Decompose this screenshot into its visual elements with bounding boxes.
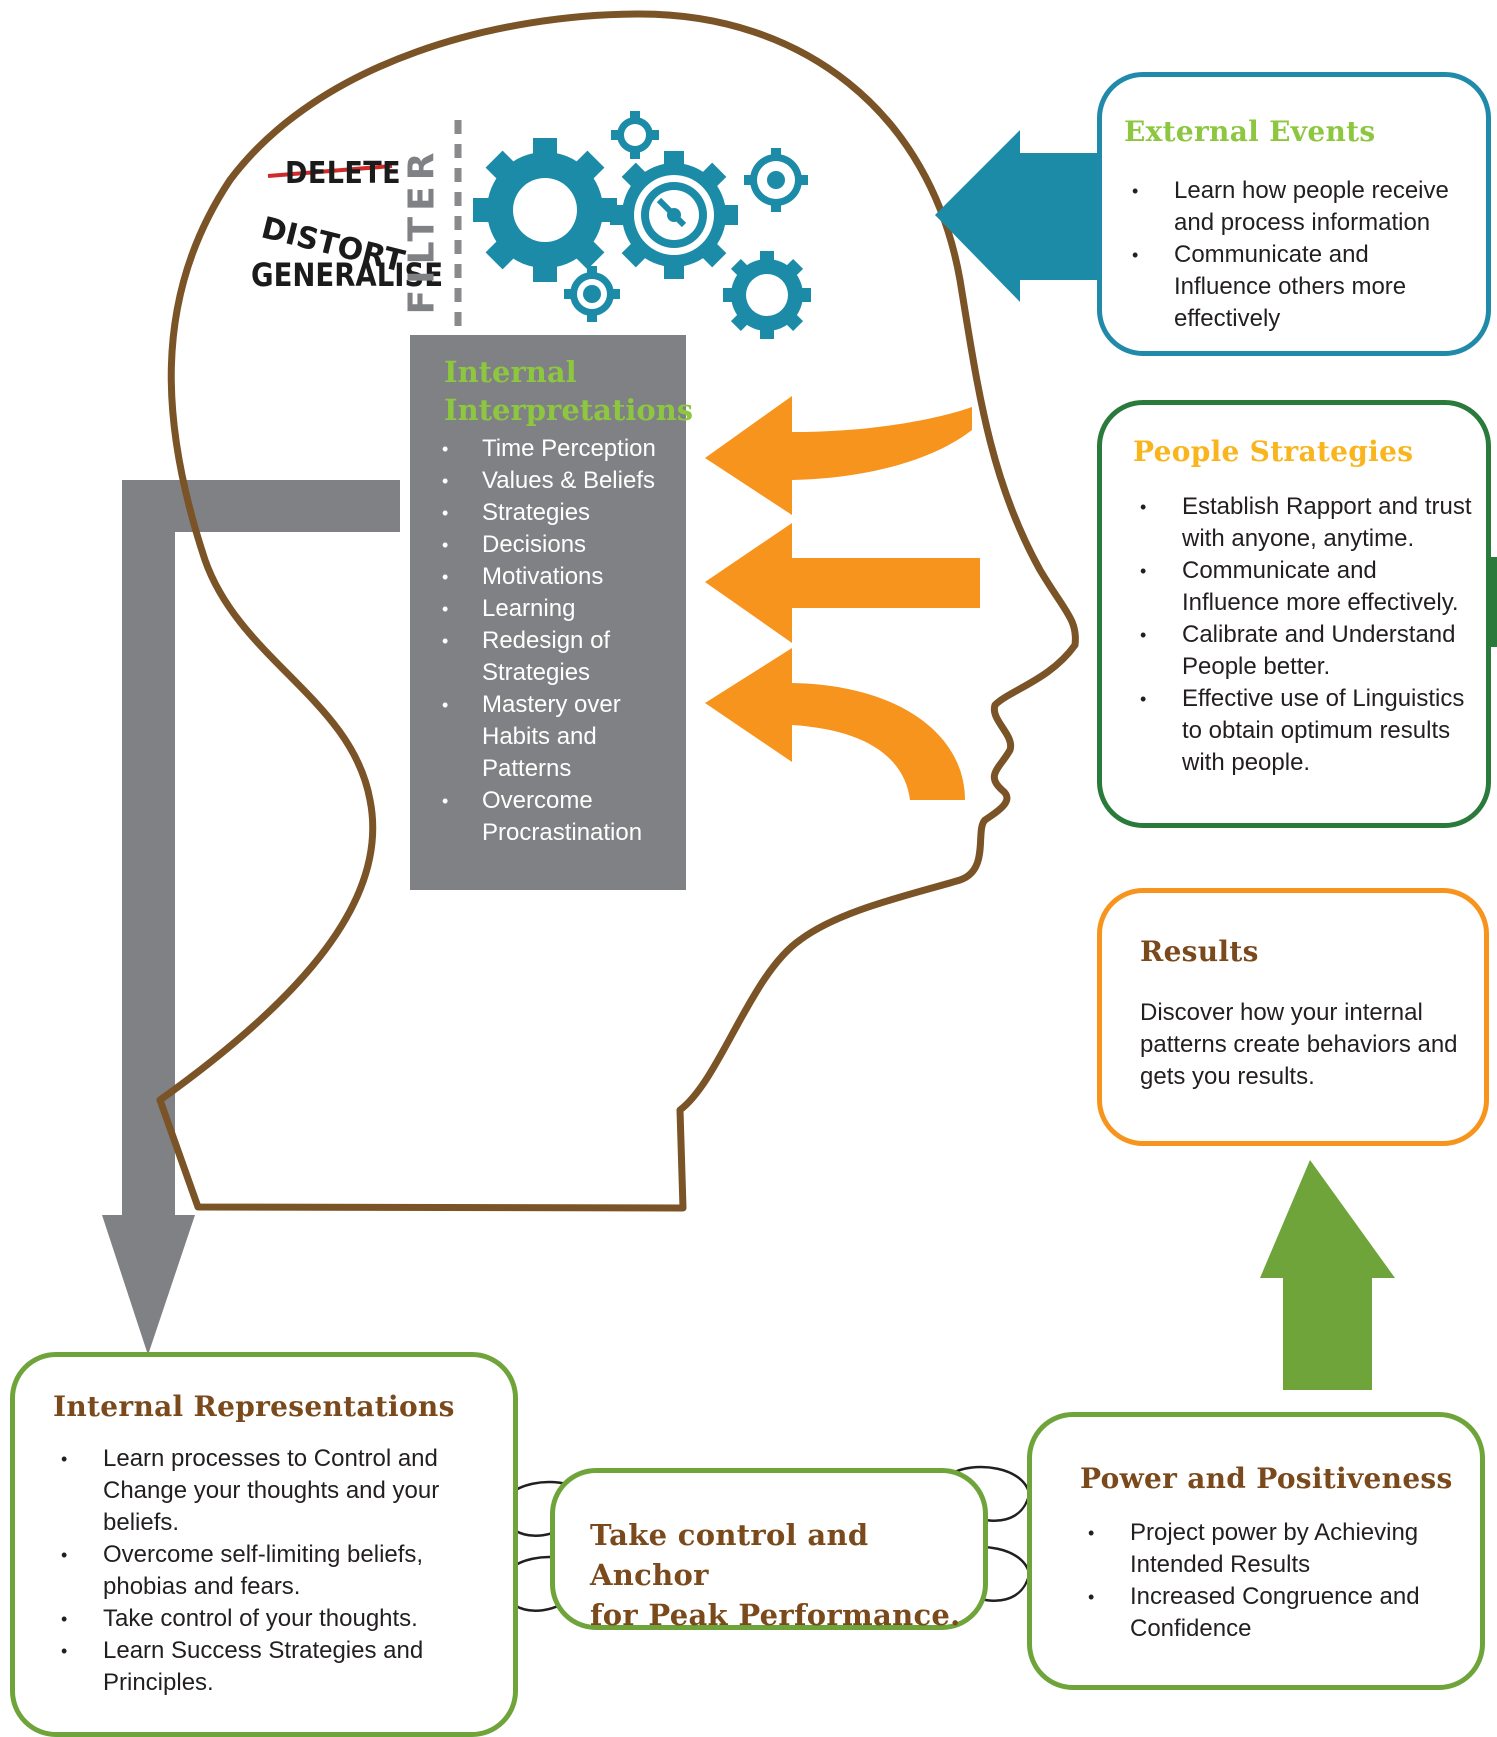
results-title: Results bbox=[1140, 935, 1259, 968]
list-item: Values & Beliefs bbox=[436, 465, 686, 497]
list-item: Redesign of Strategies bbox=[436, 625, 686, 689]
list-item: Decisions bbox=[436, 529, 686, 561]
list-item: Communicate and Influence others more ef… bbox=[1124, 239, 1469, 335]
list-item: Strategies bbox=[436, 497, 686, 529]
list-item: Establish Rapport and trust with anyone,… bbox=[1132, 491, 1477, 555]
internal-interpretations-panel: Internal Interpretations Time Perception… bbox=[410, 335, 694, 890]
external-events-box: External Events Learn how people receive… bbox=[1097, 72, 1491, 356]
results-text: Discover how your internal patterns crea… bbox=[1140, 999, 1458, 1090]
internal-representations-list: Learn processes to Control and Change yo… bbox=[53, 1443, 493, 1699]
internal-interpretations-list: Time Perception Values & Beliefs Strateg… bbox=[436, 433, 686, 849]
list-item: Project power by Achieving Intended Resu… bbox=[1080, 1517, 1450, 1581]
people-strategies-box: People Strategies Establish Rapport and … bbox=[1097, 400, 1491, 828]
list-item: Time Perception bbox=[436, 433, 686, 465]
power-positiveness-box: Power and Positiveness Project power by … bbox=[1027, 1412, 1485, 1690]
people-strategies-list: Establish Rapport and trust with anyone,… bbox=[1132, 491, 1477, 779]
power-positiveness-list: Project power by Achieving Intended Resu… bbox=[1080, 1517, 1450, 1645]
gears-icon bbox=[473, 111, 811, 339]
anchor-box: Take control and Anchor for Peak Perform… bbox=[550, 1468, 988, 1632]
results-box: Results Discover how your internal patte… bbox=[1097, 888, 1489, 1146]
head-outline bbox=[156, 10, 1079, 1212]
list-item: Learn Success Strategies and Principles. bbox=[53, 1635, 493, 1699]
list-item: Effective use of Linguistics to obtain o… bbox=[1132, 683, 1477, 779]
internal-representations-box: Internal Representations Learn processes… bbox=[10, 1352, 518, 1737]
delete-word: DELETE bbox=[285, 156, 402, 191]
list-item: Overcome self-limiting beliefs, phobias … bbox=[53, 1539, 493, 1603]
orange-arrows bbox=[705, 396, 980, 800]
list-item: Increased Congruence and Confidence bbox=[1080, 1581, 1450, 1645]
anchor-title: Take control and Anchor for Peak Perform… bbox=[590, 1518, 961, 1632]
internal-interpretations-title: Internal Interpretations bbox=[444, 355, 694, 427]
list-item: Take control of your thoughts. bbox=[53, 1603, 493, 1635]
list-item: Calibrate and Understand People better. bbox=[1132, 619, 1477, 683]
edge-tab bbox=[1489, 557, 1497, 647]
external-arrow bbox=[935, 130, 1100, 302]
gray-down-arrow bbox=[102, 480, 400, 1355]
delete-strike bbox=[267, 164, 393, 178]
generalise-word: GENERALISE bbox=[251, 256, 444, 294]
external-events-title: External Events bbox=[1124, 115, 1376, 148]
list-item: Overcome Procrastination bbox=[436, 785, 686, 849]
list-item: Motivations bbox=[436, 561, 686, 593]
external-events-list: Learn how people receive and process inf… bbox=[1124, 175, 1469, 335]
power-positiveness-title: Power and Positiveness bbox=[1080, 1462, 1453, 1495]
filter-label: FILTER bbox=[401, 146, 443, 315]
list-item: Learning bbox=[436, 593, 686, 625]
list-item: Communicate and Influence more effective… bbox=[1132, 555, 1477, 619]
list-item: Mastery over Habits and Patterns bbox=[436, 689, 686, 785]
results-up-arrow bbox=[1260, 1160, 1395, 1390]
list-item: Learn processes to Control and Change yo… bbox=[53, 1443, 493, 1539]
people-strategies-title: People Strategies bbox=[1133, 435, 1414, 468]
internal-representations-title: Internal Representations bbox=[53, 1390, 455, 1423]
list-item: Learn how people receive and process inf… bbox=[1124, 175, 1469, 239]
